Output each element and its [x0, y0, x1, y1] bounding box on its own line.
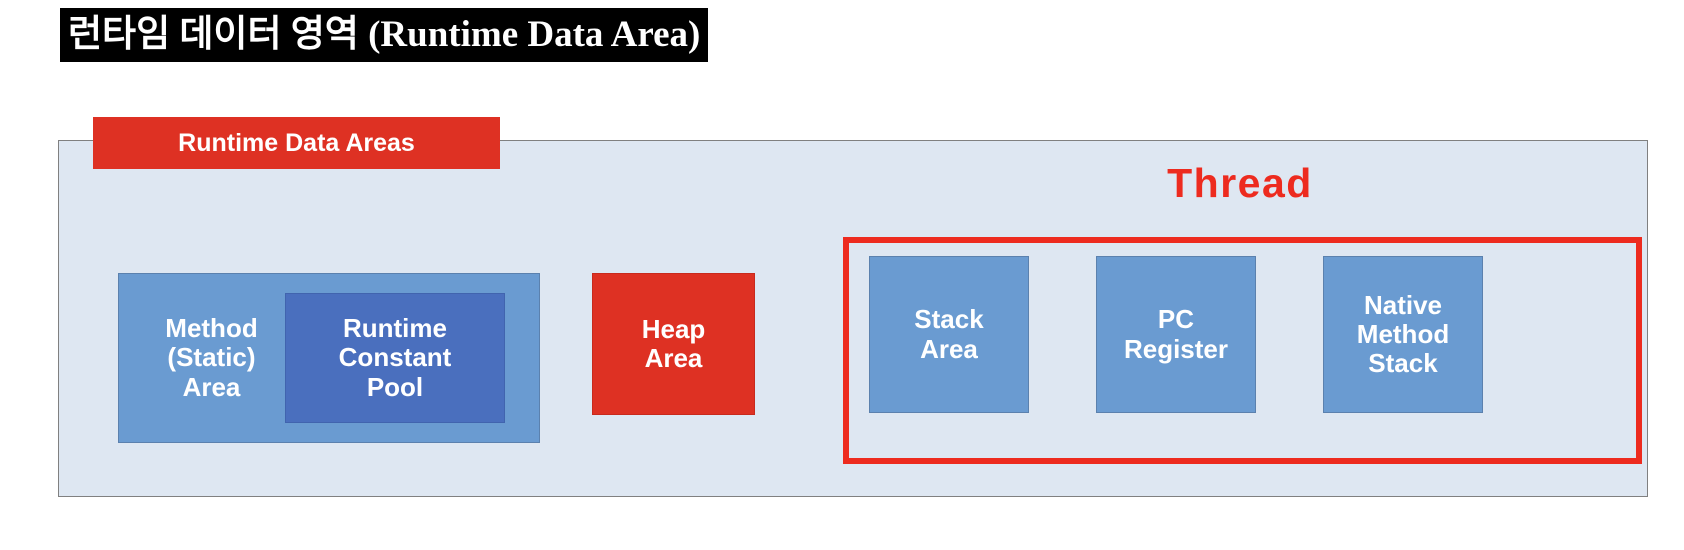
stack-area-box: Stack Area	[869, 256, 1029, 413]
thread-heading: Thread	[1167, 160, 1313, 206]
page-title: 런타임 데이터 영역 (Runtime Data Area)	[60, 8, 709, 62]
native-method-stack-box: Native Method Stack	[1323, 256, 1483, 413]
runtime-data-areas-badge: Runtime Data Areas	[93, 117, 500, 169]
method-area-label: Method (Static) Area	[165, 313, 258, 402]
runtime-constant-pool-box: Runtime Constant Pool	[285, 293, 505, 423]
thread-group-outline	[843, 237, 1642, 464]
pc-register-box: PC Register	[1096, 256, 1256, 413]
heap-area-box: Heap Area	[592, 273, 755, 415]
